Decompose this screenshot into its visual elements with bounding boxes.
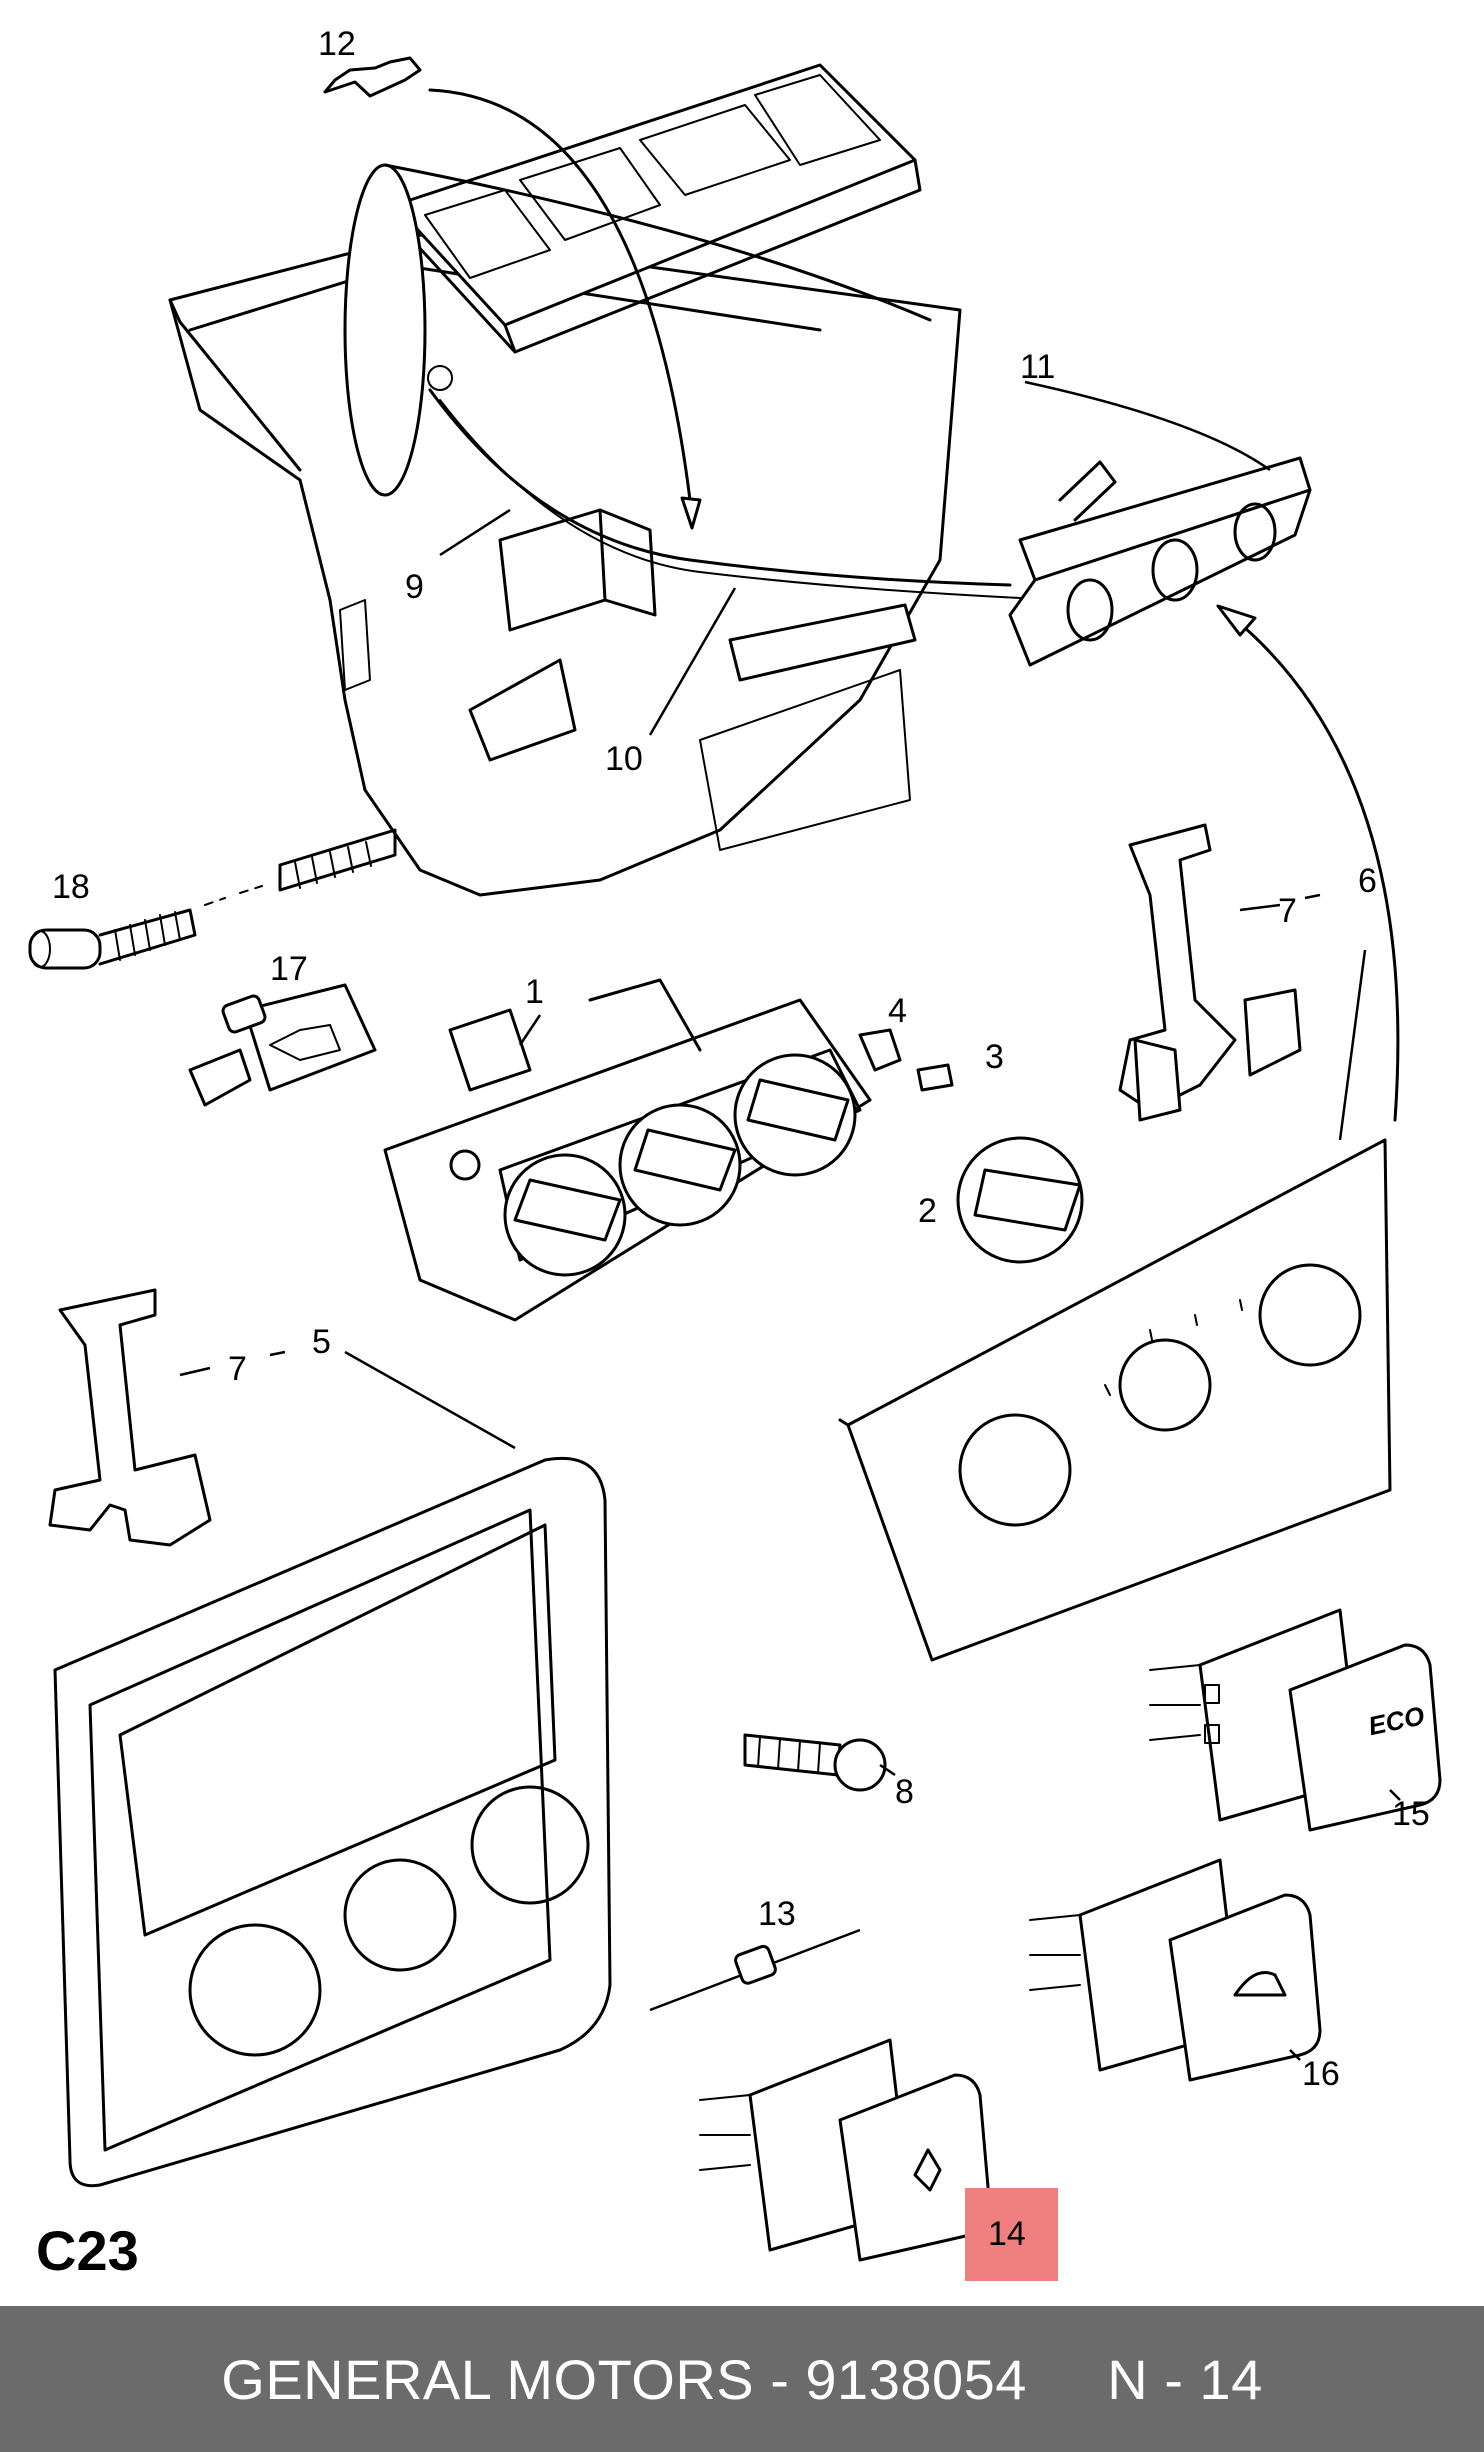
callout-2: 2 (918, 1192, 937, 1230)
diode-13 (649, 1928, 861, 2012)
callout-13: 13 (758, 1895, 796, 1933)
highlight-box (965, 2188, 1058, 2281)
callout-10: 10 (605, 740, 643, 778)
callout-3: 3 (985, 1038, 1004, 1076)
callout-12: 12 (318, 25, 356, 63)
heater-housing (168, 63, 962, 897)
footer-bar: GENERAL MOTORS - 9138054 N - 14 (0, 2306, 1484, 2452)
control-panel-top (1008, 456, 1312, 667)
bulb-socket-4 (858, 1028, 902, 1072)
callout-6: 6 (1358, 862, 1377, 900)
callout-7-upper: 7 (1278, 892, 1297, 930)
callout-1: 1 (525, 973, 544, 1011)
callout-7-lower: 7 (228, 1350, 247, 1388)
switch-14 (699, 2038, 992, 2262)
knob-2 (956, 1136, 1084, 1264)
leader-lines (179, 380, 1401, 2061)
parts-diagram: 12 11 9 10 18 6 7 17 1 4 3 2 5 7 8 15 13… (28, 25, 1442, 2282)
clip-12 (323, 56, 422, 98)
callout-15: 15 (1392, 1795, 1430, 1833)
switch-15 (1149, 1608, 1442, 1832)
callout-11: 11 (1020, 348, 1055, 386)
footer-brand: GENERAL MOTORS (221, 2347, 755, 2411)
radio-surround-5 (53, 1456, 612, 2188)
footer-page: N - 14 (1107, 2347, 1263, 2411)
screw-18 (28, 828, 397, 970)
switch-16 (1029, 1858, 1322, 2082)
callout-17: 17 (270, 950, 308, 988)
bracket-7-upper (1118, 823, 1302, 1122)
callout-9: 9 (405, 568, 424, 606)
diagram-code: C23 (36, 2219, 139, 2282)
trim-panel-6 (838, 1138, 1392, 1662)
bulb-3 (916, 1063, 954, 1092)
callout-16: 16 (1302, 2055, 1340, 2093)
footer-part-number: 9138054 (805, 2347, 1027, 2411)
callout-18: 18 (52, 868, 90, 906)
footer-gap (1027, 2347, 1107, 2412)
arrow-12 (428, 88, 692, 502)
bracket-7-lower (48, 1288, 212, 1547)
bolt-8 (743, 1733, 887, 1792)
callout-14: 14 (988, 2215, 1026, 2253)
bulb-holder-17 (188, 983, 377, 1107)
callout-8: 8 (895, 1773, 914, 1811)
arrow-6 (1228, 613, 1400, 1122)
callout-4: 4 (888, 992, 907, 1030)
callout-5: 5 (312, 1323, 331, 1361)
control-unit-1 (383, 978, 872, 1322)
footer-separator: - (754, 2347, 806, 2411)
